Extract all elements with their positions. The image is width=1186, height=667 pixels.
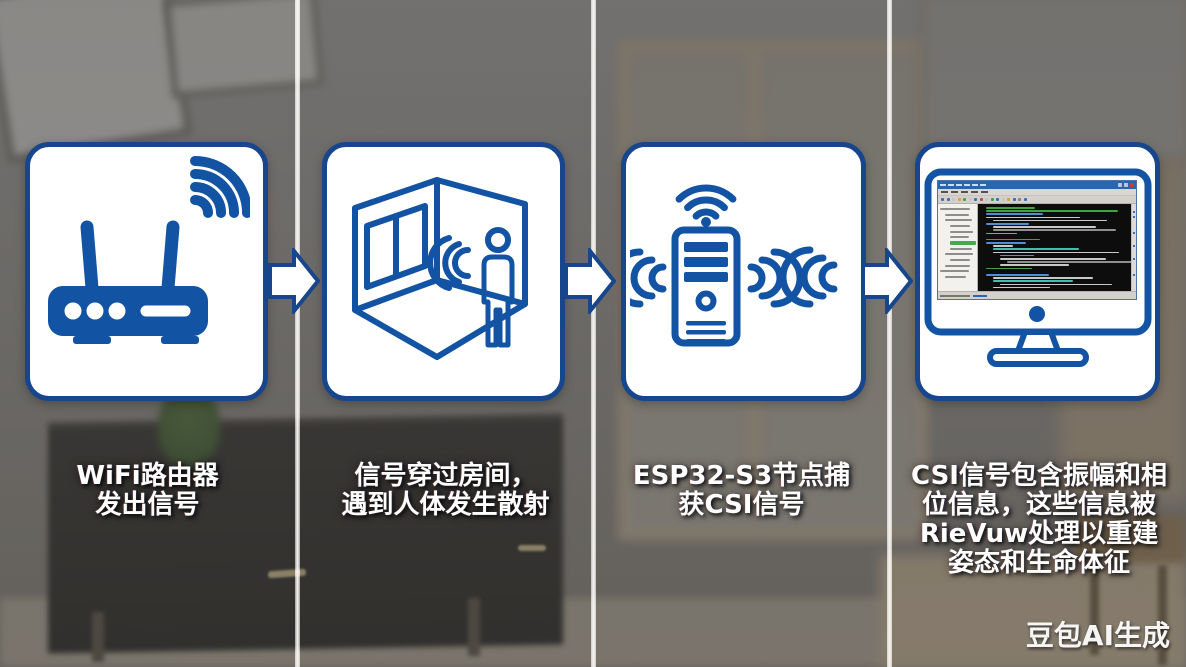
ai-watermark: 豆包AI生成: [1025, 619, 1170, 652]
caption-line: ESP32-S3节点捕: [632, 461, 851, 491]
ide-titlebar: [938, 181, 1136, 189]
bg-cabinet-leg: [468, 598, 480, 656]
caption-line: WiFi路由器: [76, 461, 219, 491]
bg-top-right-frame: [920, 0, 1186, 162]
bg-chair-seat: [1075, 515, 1186, 563]
caption-step-1: WiFi路由器 发出信号: [0, 462, 295, 520]
caption-line: 位信息，这些信息被: [921, 490, 1156, 520]
ide-title-menus: [940, 184, 986, 186]
caption-line: RieVuw处理以重建: [919, 519, 1159, 549]
step-card-router: [25, 142, 268, 401]
ide-scrollbar: [1131, 204, 1136, 291]
panel-divider: [295, 0, 300, 667]
step-card-room: [322, 142, 565, 401]
caption-line: 获CSI信号: [678, 490, 805, 520]
caption-line: 遇到人体发生散射: [341, 490, 550, 520]
bg-plant: [158, 388, 220, 466]
room-person-scatter-icon: [352, 177, 528, 360]
caption-step-2: 信号穿过房间， 遇到人体发生散射: [300, 462, 591, 520]
bg-chair-leg: [1158, 565, 1167, 665]
panel-divider: [887, 0, 892, 667]
caption-line: CSI信号包含振幅和相: [911, 461, 1167, 491]
ide-statusbar: [938, 291, 1136, 299]
caption-step-4: CSI信号包含振幅和相 位信息，这些信息被 RieVuw处理以重建 姿态和生命体…: [892, 462, 1186, 578]
ide-status-segment: [973, 294, 987, 297]
caption-line: 信号穿过房间，: [354, 461, 537, 491]
wifi-router-icon: [48, 155, 250, 344]
bg-chair-leg: [1090, 555, 1099, 655]
bg-floor-right: [880, 555, 1186, 667]
ide-menubar: [938, 189, 1136, 195]
panel-divider: [591, 0, 596, 667]
arrow-right-icon: [564, 248, 616, 314]
esp32-node-icon: [630, 184, 838, 347]
ide-sidebar: [938, 204, 978, 291]
caption-line: 发出信号: [95, 490, 200, 520]
caption-step-3: ESP32-S3节点捕 获CSI信号: [596, 462, 887, 520]
ide-window: [937, 180, 1137, 300]
bg-cabinet-leg: [92, 612, 104, 662]
ide-window-buttons: [1117, 183, 1134, 187]
arrow-right-icon: [268, 248, 320, 314]
bg-cabinet-handle: [518, 545, 546, 551]
ide-status-segment: [940, 294, 970, 297]
step-card-esp32: [621, 142, 866, 401]
step-card-monitor: [915, 142, 1160, 401]
ide-main: [938, 204, 1136, 291]
ide-toolbar: [938, 195, 1136, 204]
ide-editor: [978, 204, 1131, 291]
caption-line: 姿态和生命体征: [947, 548, 1130, 578]
arrow-right-icon: [861, 248, 913, 314]
